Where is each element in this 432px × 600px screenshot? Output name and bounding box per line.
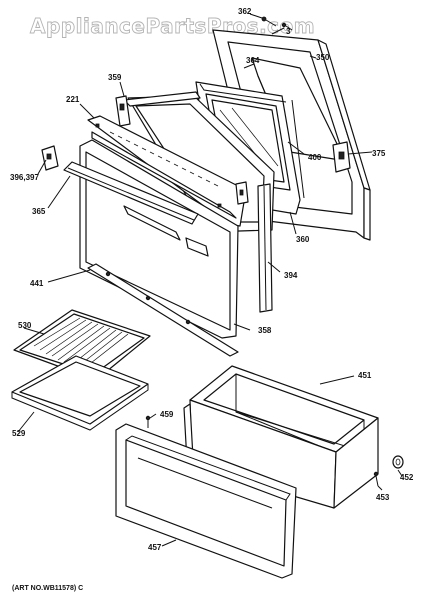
callout-364: 364 [246,56,260,65]
art-number: (ART NO.WB11578) C [12,585,83,592]
callout-453: 453 [376,493,390,502]
callout-441: 441 [30,279,44,288]
callout-350: 350 [316,53,330,62]
screw-459 [145,415,151,428]
clip-452 [392,455,404,469]
callout-labels: 362 3 350 364 359 221 400 375 396,397 36… [10,7,414,552]
callout-451: 451 [358,371,372,380]
broiler-pan-529 [11,355,149,431]
callout-375: 375 [372,149,386,158]
screw-453 [373,471,379,487]
handle-end-cap-396-397 [41,145,249,205]
leader-lines [17,13,403,547]
storage-drawer-451 [183,365,379,509]
callout-365: 365 [32,207,46,216]
door-handle-365 [63,161,199,225]
callout-221: 221 [66,95,80,104]
screw-362 [261,16,277,27]
callout-362: 362 [238,7,252,16]
callout-457: 457 [148,543,162,552]
door-side-channel-394 [257,183,273,313]
callout-358: 358 [258,326,272,335]
callout-394: 394 [284,271,298,280]
callout-530: 530 [18,321,32,330]
callout-459: 459 [160,410,174,419]
callout-529: 529 [12,429,26,438]
callout-452: 452 [400,473,414,482]
callout-359: 359 [108,73,122,82]
watermark-text: AppliancePartsPros.com [30,14,315,38]
drawer-front-panel-457 [115,423,297,579]
door-vent-trim-221 [87,115,247,227]
screw-3 [281,22,293,31]
callout-360: 360 [296,235,310,244]
callout-3: 3 [286,27,291,36]
callout-400: 400 [308,153,322,162]
callout-396-397: 396,397 [10,173,39,182]
